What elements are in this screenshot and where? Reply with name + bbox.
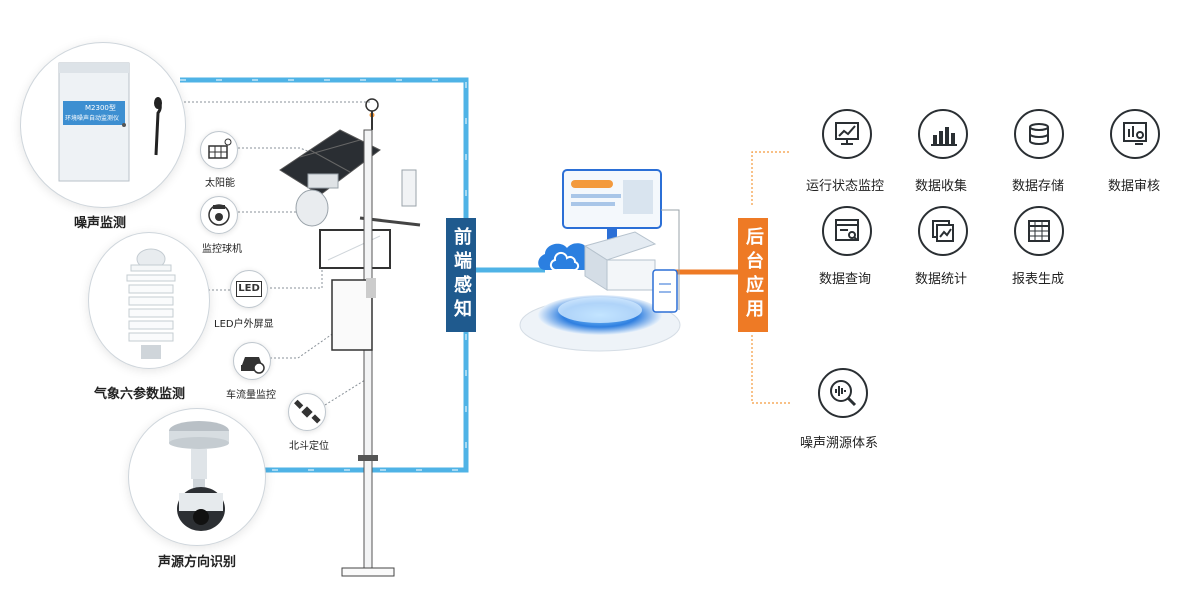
app-label-report: 报表生成: [1012, 272, 1065, 287]
monitoring-pole-image: [279, 98, 421, 577]
sound-search-icon: [818, 368, 868, 418]
device-subtitle-text: 环境噪声自动监测仪: [65, 115, 120, 122]
search-doc-icon: [822, 206, 872, 256]
camera-icon: [200, 196, 238, 234]
sound-direction-circle: [128, 408, 266, 546]
traffic-label: 车流量监控: [226, 390, 276, 401]
database-icon: [1014, 109, 1064, 159]
sound-camera-image: [169, 421, 229, 531]
solar-label: 太阳能: [205, 178, 235, 189]
sound-direction-label: 声源方向识别: [158, 555, 237, 570]
weather-sensor-image: [126, 248, 176, 359]
led-screen-label: LED户外屏显: [214, 319, 274, 330]
front-perception-badge: 前端感知: [446, 218, 476, 332]
stats-icon: [918, 206, 968, 256]
backend-application-badge: 后台应用: [738, 218, 768, 332]
camera-label: 监控球机: [202, 244, 242, 255]
device-model-text: M2300型: [85, 104, 116, 112]
table-icon: [1014, 206, 1064, 256]
led-icon: LED: [230, 270, 268, 308]
led-icon-text: LED: [236, 281, 262, 297]
app-label-audit: 数据审核: [1108, 179, 1161, 194]
trace-system-label: 噪声溯源体系: [800, 436, 879, 451]
weather-monitor-label: 气象六参数监测: [94, 387, 186, 402]
noise-monitor-device-image: [58, 62, 162, 182]
beidou-label: 北斗定位: [289, 441, 329, 452]
app-label-stats: 数据统计: [915, 272, 968, 287]
audit-icon: [1110, 109, 1160, 159]
app-label-status: 运行状态监控: [806, 179, 885, 194]
app-label-collect: 数据收集: [915, 179, 968, 194]
traffic-icon: [233, 342, 271, 380]
solar-icon: [200, 131, 238, 169]
noise-monitor-label: 噪声监测: [74, 216, 127, 231]
satellite-icon: [288, 393, 326, 431]
app-label-storage: 数据存储: [1012, 179, 1065, 194]
weather-monitor-circle: [88, 232, 210, 369]
noise-monitor-circle: M2300型 环境噪声自动监测仪: [20, 42, 186, 208]
bar-chart-icon: [918, 109, 968, 159]
app-label-query: 数据查询: [819, 272, 872, 287]
cloud-server-graphic: [519, 169, 681, 352]
monitor-chart-icon: [822, 109, 872, 159]
